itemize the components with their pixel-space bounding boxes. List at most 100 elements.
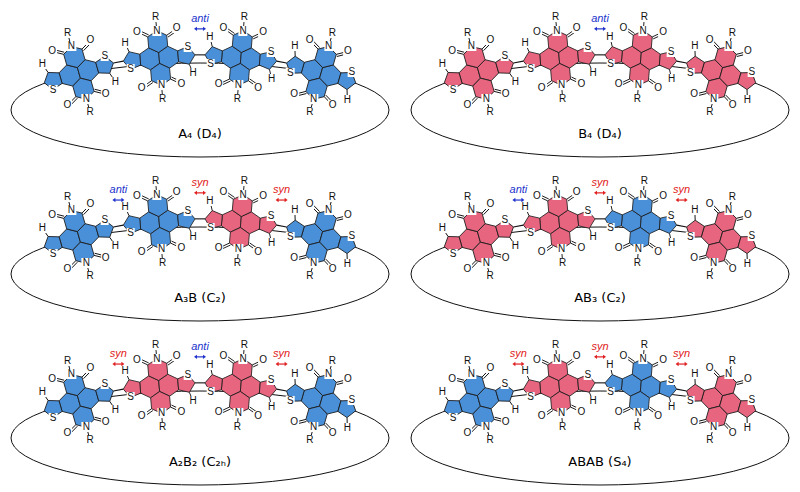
atom-label: N [234,80,243,90]
atom-label: N [234,408,243,418]
atom-label: O [532,191,542,201]
atom-label: N [724,205,733,215]
link-bond [513,225,523,227]
atom-label: S [500,51,509,61]
atom-label: S [583,370,592,380]
atom-label: H [438,59,447,69]
atom-label: S [667,47,676,57]
atom-label: R [233,422,242,432]
atom-label: N [309,258,318,268]
molecule-caption: AB₃ (C₂) [574,290,626,306]
atom-label: O [485,363,495,373]
orientation-arrow [596,192,604,193]
molecule-group [33,14,367,122]
orientation-arrow [678,363,686,364]
ndi-unit [275,24,367,123]
atom-label: O [47,374,57,384]
conformation-label: syn [672,347,691,359]
atom-label: O [343,210,353,220]
ndi-unit [120,178,199,266]
atom-label: O [85,363,95,373]
atom-label: O [258,355,268,365]
atom-label: O [101,89,111,99]
atom-label: O [177,243,187,253]
atom-label: H [667,74,676,84]
atom-label: N [482,94,491,104]
atom-label: O [289,89,299,99]
atom-label: H [120,38,129,48]
arrow-head [285,362,288,366]
atom-label: S [206,59,215,69]
atom-label: O [177,407,187,417]
link-bond [677,225,687,227]
atom-label: O [101,417,111,427]
atom-label: N [552,354,561,364]
atom-label: O [101,253,111,263]
molecule-group [433,14,767,122]
atom-label: S [526,392,535,402]
atom-label: R [158,258,167,268]
conformation-label: anti [190,12,210,24]
atom-label: O [305,35,315,45]
link-bond [277,389,287,391]
atom-label: N [309,422,318,432]
atom-label: R [158,422,167,432]
arrow-head [512,198,515,202]
atom-label: S [183,42,192,52]
atom-label: O [253,247,263,257]
atom-label: R [86,271,95,281]
atom-label: O [743,374,753,384]
ndi-unit [675,24,767,123]
ndi-unit [120,342,199,430]
atom-label: H [589,232,598,242]
atom-label: R [240,176,249,186]
atom-label: H [690,205,699,215]
atom-label: O [537,411,547,421]
arrow-head [194,355,197,359]
atom-label: H [667,402,676,412]
atom-label: N [82,422,91,432]
atom-label: N [639,354,648,364]
conformation-label: syn [509,347,528,359]
atom-label: R [463,28,472,38]
atom-label: N [709,258,718,268]
atom-label: S [286,232,295,242]
arrow-head [594,191,597,195]
orientation-arrow [278,363,286,364]
atom-label: N [552,26,561,36]
ndi-unit [275,188,367,287]
arrow-head [603,191,606,195]
link-bond [195,54,205,55]
ellipse-line [411,391,789,485]
atom-label: S [49,85,58,95]
atom-label: S [267,375,276,385]
atom-label: H [267,402,276,412]
atom-label: S [449,413,458,423]
atom-label: R [328,28,337,38]
ndi-unit [33,352,125,451]
orientation-arrow [596,28,604,29]
atom-label: H [690,369,699,379]
atom-label: N [239,190,248,200]
atom-label: O [328,264,338,274]
ndi-unit [120,14,199,102]
atom-label: N [467,41,476,51]
atom-label: S [526,228,535,238]
molecule-group [33,342,367,450]
atom-label: O [177,79,187,89]
atom-label: N [709,94,718,104]
atom-label: H [520,202,529,212]
atom-label: H [690,41,699,51]
conformation-label: syn [109,347,128,359]
atom-label: O [172,351,182,361]
atom-label: R [558,422,567,432]
atom-label: S [126,392,135,402]
atom-label: N [309,94,318,104]
atom-label: O [63,264,73,274]
ndi-unit [520,178,599,266]
atom-label: H [267,238,276,248]
arrow-head [203,27,206,31]
atom-label: R [233,258,242,268]
atom-label: R [63,28,72,38]
atom-label: N [234,244,243,254]
